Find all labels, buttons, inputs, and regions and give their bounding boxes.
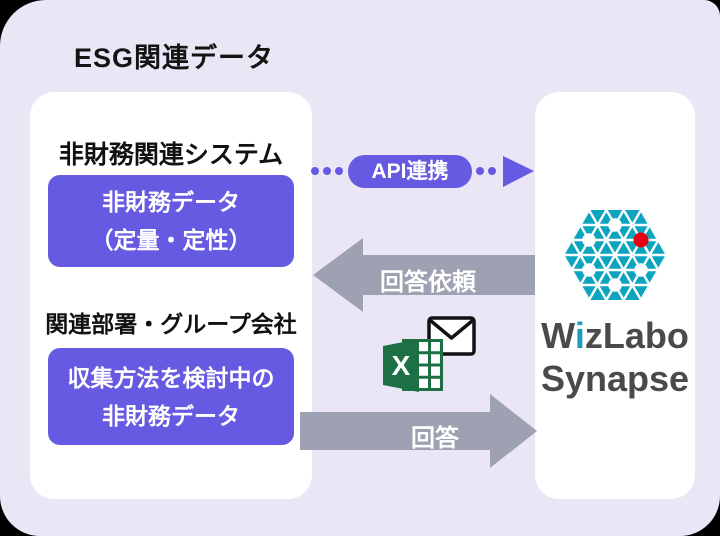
request-label: 回答依頼: [380, 269, 476, 296]
hexagon-network-icon: [563, 210, 667, 300]
wizlabo-panel: WizLabo Synapse: [535, 92, 695, 499]
api-label-pill: API連携: [348, 155, 472, 188]
answer-label: 回答: [411, 425, 459, 452]
system-heading: 非財務関連システム: [58, 141, 284, 169]
excel-icon: X: [383, 339, 443, 392]
answer-flow-arrow: [300, 394, 537, 468]
collection-data-line1: 収集方法を検討中の: [67, 364, 275, 391]
request-flow-arrow: [313, 238, 535, 312]
nonfinancial-data-box: 非財務データ （定量・定性）: [48, 175, 294, 267]
brand-line1: WizLabo: [541, 315, 689, 356]
departments-heading: 関連部署・グループ会社: [45, 311, 297, 337]
nonfinancial-data-line1: 非財務データ: [102, 189, 240, 215]
collection-data-box: 収集方法を検討中の 非財務データ: [48, 348, 294, 445]
logo-red-node: [633, 232, 649, 248]
collection-data-line2: 非財務データ: [102, 402, 240, 429]
wizlabo-wordmark: WizLabo Synapse: [535, 314, 695, 400]
sources-panel: 非財務関連システム 非財務データ （定量・定性） 関連部署・グループ会社 収集方…: [30, 92, 312, 499]
api-arrowhead-icon: [503, 156, 534, 187]
api-flow-arrow: [311, 156, 534, 187]
brand-i-accent: i: [574, 315, 585, 356]
excel-x-letter: X: [392, 350, 411, 381]
brand-line2: Synapse: [540, 358, 690, 399]
diagram-title: ESG関連データ: [74, 43, 275, 73]
nonfinancial-data-line2: （定量・定性）: [90, 227, 252, 253]
